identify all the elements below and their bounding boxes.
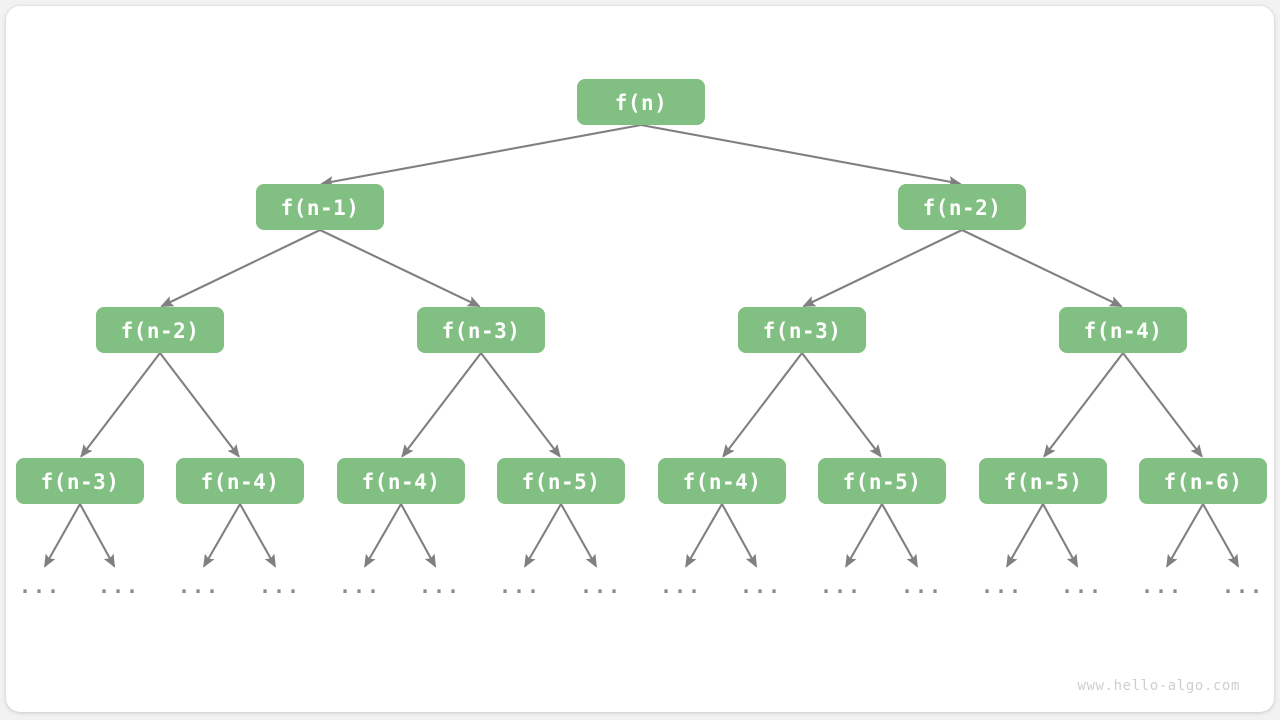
tree-edge (364, 503, 402, 568)
tree-edge (524, 503, 562, 568)
leaf-ellipsis: ... (820, 574, 862, 598)
tree-node-label: f(n-3) (442, 319, 521, 343)
edges-layer (43, 123, 1240, 568)
tree-edge (961, 229, 1123, 308)
tree-edge (1122, 352, 1203, 458)
tree-node[interactable]: f(n-5) (979, 458, 1107, 504)
tree-node[interactable]: f(n-3) (417, 307, 545, 353)
tree-edge (722, 352, 803, 458)
leaf-ellipsis: ... (740, 574, 782, 598)
leaf-ellipsis: ... (901, 574, 943, 598)
tree-edge (721, 503, 758, 568)
leaf-ellipsis: ... (981, 574, 1023, 598)
tree-node-label: f(n-2) (923, 196, 1002, 220)
tree-node-label: f(n-6) (1164, 470, 1243, 494)
tree-node[interactable]: f(n-4) (658, 458, 786, 504)
tree-edge (1006, 503, 1044, 568)
tree-node-label: f(n-1) (281, 196, 360, 220)
tree-node[interactable]: f(n-1) (256, 184, 384, 230)
tree-node[interactable]: f(n-5) (497, 458, 625, 504)
leaf-ellipsis: ... (499, 574, 541, 598)
tree-node-box[interactable] (818, 458, 946, 504)
tree-node-box[interactable] (497, 458, 625, 504)
leaf-ellipsis: ... (19, 574, 61, 598)
leaf-ellipsis: ... (660, 574, 702, 598)
tree-node[interactable]: f(n-4) (1059, 307, 1187, 353)
tree-node-box[interactable] (577, 79, 705, 125)
tree-node[interactable]: f(n-4) (337, 458, 465, 504)
leaf-dots-layer: ........................................… (19, 574, 1264, 598)
tree-node-box[interactable] (417, 307, 545, 353)
tree-edge (1043, 352, 1124, 458)
tree-edge (43, 503, 81, 568)
leaf-ellipsis: ... (1222, 574, 1264, 598)
tree-edge (400, 503, 437, 568)
tree-node[interactable]: f(n-2) (96, 307, 224, 353)
leaf-ellipsis: ... (1061, 574, 1103, 598)
tree-node-label: f(n-5) (522, 470, 601, 494)
tree-edge (685, 503, 723, 568)
tree-node-box[interactable] (1059, 307, 1187, 353)
nodes-layer: f(n) f(n-1) f(n-2) f(n-2) f(n-3) f(n-3) f(n-4)… (16, 79, 1267, 504)
leaf-ellipsis: ... (259, 574, 301, 598)
tree-node-box[interactable] (176, 458, 304, 504)
leaf-ellipsis: ... (419, 574, 461, 598)
tree-edge (802, 229, 963, 308)
tree-node-label: f(n) (615, 91, 668, 115)
leaf-ellipsis: ... (178, 574, 220, 598)
tree-node-label: f(n-3) (763, 319, 842, 343)
tree-edge (640, 123, 962, 188)
tree-node-box[interactable] (96, 307, 224, 353)
tree-edge (845, 503, 883, 568)
tree-node-label: f(n-5) (843, 470, 922, 494)
tree-node-box[interactable] (979, 458, 1107, 504)
tree-edge (79, 503, 116, 568)
tree-node-label: f(n-4) (201, 470, 280, 494)
leaf-ellipsis: ... (1141, 574, 1183, 598)
tree-node-box[interactable] (1139, 458, 1267, 504)
tree-edge (320, 123, 642, 188)
tree-node-box[interactable] (337, 458, 465, 504)
tree-node-label: f(n-4) (683, 470, 762, 494)
tree-node-label: f(n-4) (362, 470, 441, 494)
tree-node[interactable]: f(n-2) (898, 184, 1026, 230)
tree-edge (319, 229, 481, 308)
tree-edge (203, 503, 241, 568)
tree-edge (239, 503, 277, 568)
leaf-ellipsis: ... (339, 574, 381, 598)
tree-edge (1166, 503, 1204, 568)
tree-node[interactable]: f(n-4) (176, 458, 304, 504)
tree-node[interactable]: f(n) (577, 79, 705, 125)
tree-node-box[interactable] (738, 307, 866, 353)
tree-node-box[interactable] (16, 458, 144, 504)
watermark-label: www.hello-algo.com (1077, 678, 1240, 694)
tree-edge (560, 503, 598, 568)
tree-node[interactable]: f(n-3) (738, 307, 866, 353)
tree-node-box[interactable] (898, 184, 1026, 230)
leaf-ellipsis: ... (98, 574, 140, 598)
tree-node-box[interactable] (658, 458, 786, 504)
tree-edge (1042, 503, 1079, 568)
tree-node-label: f(n-3) (41, 470, 120, 494)
tree-edge (801, 352, 882, 458)
tree-node[interactable]: f(n-3) (16, 458, 144, 504)
tree-node-label: f(n-2) (121, 319, 200, 343)
tree-node-label: f(n-5) (1004, 470, 1083, 494)
tree-edge (160, 229, 321, 308)
leaf-ellipsis: ... (580, 574, 622, 598)
tree-node-label: f(n-4) (1084, 319, 1163, 343)
tree-edge (480, 352, 561, 458)
tree-node[interactable]: f(n-5) (818, 458, 946, 504)
tree-edge (401, 352, 482, 458)
tree-edge (159, 352, 240, 458)
tree-edge (80, 352, 161, 458)
tree-node[interactable]: f(n-6) (1139, 458, 1267, 504)
tree-node-box[interactable] (256, 184, 384, 230)
tree-edge (881, 503, 919, 568)
tree-edge (1202, 503, 1240, 568)
